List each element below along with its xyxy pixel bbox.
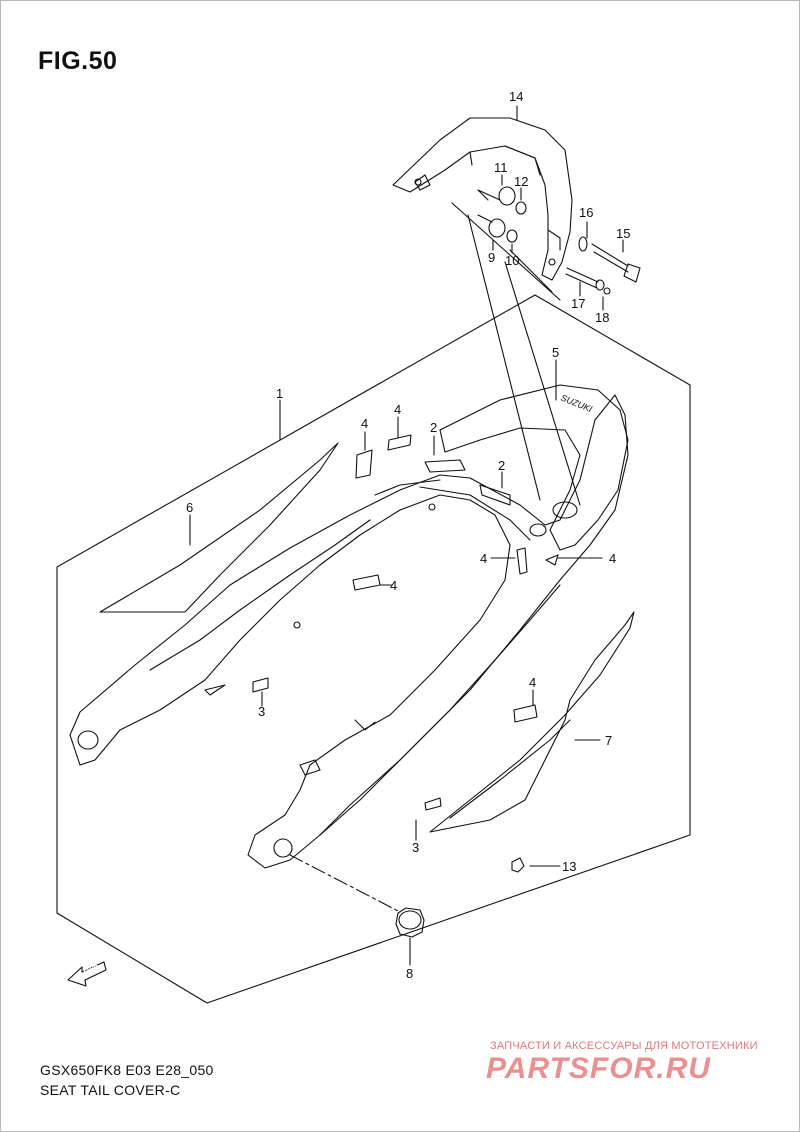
callout-17: 17 xyxy=(571,296,585,311)
callout-labels: 1 2 2 3 3 4 4 4 4 4 4 5 6 7 8 9 10 11 12… xyxy=(83,89,631,981)
callout-14: 14 xyxy=(509,89,523,104)
svg-text:SUZUKI: SUZUKI xyxy=(559,393,594,415)
callout-3: 3 xyxy=(258,704,265,719)
callout-16: 16 xyxy=(579,205,593,220)
clip-part-13 xyxy=(511,857,525,873)
callout-2: 2 xyxy=(498,458,505,473)
callout-4: 4 xyxy=(609,551,616,566)
callout-15: 15 xyxy=(616,226,630,241)
callout-9: 9 xyxy=(488,250,495,265)
side-panel-part-7 xyxy=(429,611,635,833)
hardware-group xyxy=(477,186,527,243)
callout-4: 4 xyxy=(390,578,397,593)
callout-18: 18 xyxy=(595,310,609,325)
seat-tail-cover-part-1 xyxy=(69,394,629,869)
assembly-frame xyxy=(56,294,691,1004)
callout-4: 4 xyxy=(529,675,536,690)
callout-5: 5 xyxy=(552,345,559,360)
callout-8: 8 xyxy=(406,966,413,981)
fwd-label: FWD xyxy=(83,964,100,977)
fwd-arrow-icon xyxy=(67,961,107,987)
grab-rail-part-14 xyxy=(392,117,573,281)
screw-part-17 xyxy=(565,267,611,295)
callout-6: 6 xyxy=(186,500,193,515)
section-name: SEAT TAIL COVER-C xyxy=(40,1082,181,1098)
tail-piece-part-5 xyxy=(439,384,629,551)
callout-11: 11 xyxy=(494,160,508,175)
callout-1: 1 xyxy=(276,386,283,401)
callout-3: 3 xyxy=(412,840,419,855)
side-panel-part-6 xyxy=(99,442,339,613)
callout-7: 7 xyxy=(605,733,612,748)
callout-12: 12 xyxy=(514,174,528,189)
callout-10: 10 xyxy=(505,253,519,268)
figure-title: FIG.50 xyxy=(38,47,118,75)
callout-2: 2 xyxy=(430,420,437,435)
callout-4: 4 xyxy=(361,416,368,431)
watermark-logo: PARTSFOR.RU xyxy=(486,1052,711,1085)
model-code: GSX650FK8 E03 E28_050 xyxy=(40,1062,214,1078)
bolt-part-15 xyxy=(578,236,641,283)
callout-4: 4 xyxy=(480,551,487,566)
callout-13: 13 xyxy=(562,859,576,874)
cushion-part-8 xyxy=(395,907,425,938)
callout-4: 4 xyxy=(394,402,401,417)
watermark-tagline: ЗАПЧАСТИ И АКСЕССУАРЫ ДЛЯ МОТОТЕХНИКИ xyxy=(490,1040,758,1052)
